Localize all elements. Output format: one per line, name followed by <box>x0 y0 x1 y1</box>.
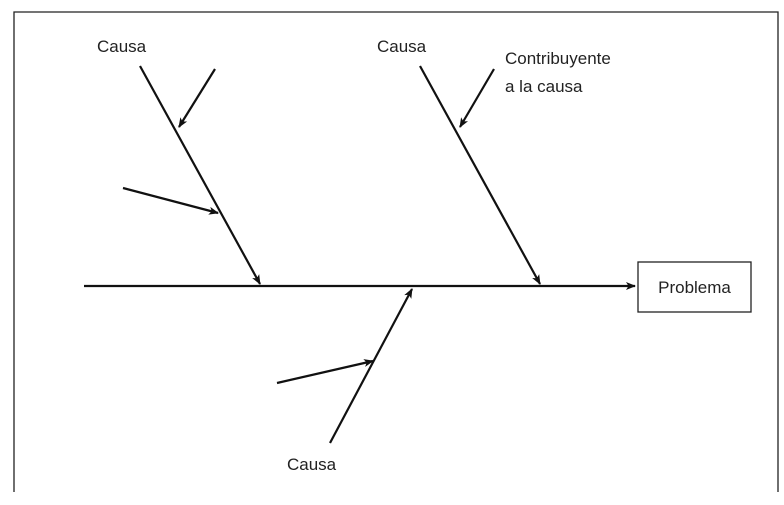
problem-label: Problema <box>658 278 731 297</box>
problem-box <box>637 261 752 313</box>
cause-label-3: Causa <box>287 455 337 474</box>
contributing-cause-arrow <box>459 68 495 128</box>
cause-bone-3 <box>329 288 413 444</box>
cause-bone-1 <box>139 65 261 285</box>
cause-3-sub-arrow <box>276 359 374 385</box>
diagram-frame <box>13 11 779 492</box>
cause-1-sub-arrow-upper <box>178 68 216 128</box>
cause-bone-2 <box>419 65 541 285</box>
cause-label-2: Causa <box>377 37 427 56</box>
cause-1-sub-arrow-lower <box>122 186 219 215</box>
contributing-cause-label: Contribuyente a la causa <box>505 49 616 96</box>
cause-label-1: Causa <box>97 37 147 56</box>
